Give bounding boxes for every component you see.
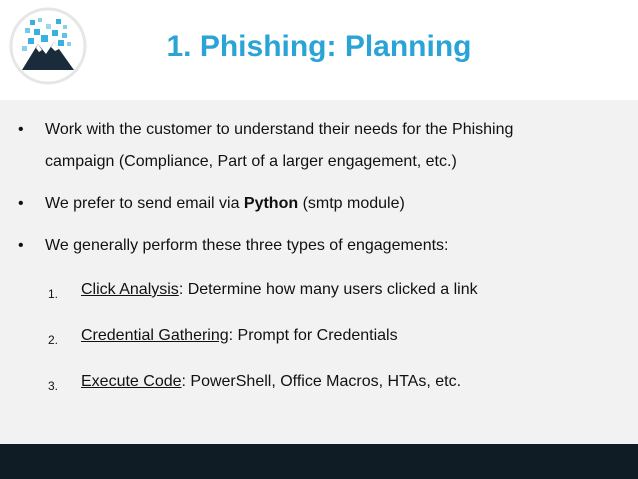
bullet-text-after: (smtp module) [298, 195, 405, 212]
slide-body: • Work with the customer to understand t… [0, 100, 638, 444]
item-term: Execute Code [81, 373, 182, 390]
item-text: Click Analysis: Determine how many users… [81, 278, 478, 302]
bullet-text-line1: Work with the customer to understand the… [45, 121, 514, 138]
bullet-marker: • [18, 195, 24, 212]
bullet-bold-text: Python [243, 195, 299, 212]
bullet-text-line2: campaign (Compliance, Part of a larger e… [45, 153, 457, 170]
item-desc: : PowerShell, Office Macros, HTAs, etc. [181, 373, 462, 390]
item-term: Credential Gathering [81, 327, 229, 344]
slide-footer-bar [0, 444, 638, 479]
bullet-list: • Work with the customer to understand t… [18, 114, 618, 272]
item-text: Execute Code: PowerShell, Office Macros,… [81, 370, 461, 394]
bullet-text: We generally perform these three types o… [45, 237, 449, 254]
numbered-item: 1. Click Analysis: Determine how many us… [48, 278, 608, 324]
list-item: • We prefer to send email via Python (sm… [18, 188, 618, 220]
bullet-text: We prefer to send email via [45, 195, 244, 212]
bullet-marker: • [18, 121, 24, 138]
numbered-item: 2. Credential Gathering: Prompt for Cred… [48, 324, 608, 370]
list-item: • We generally perform these three types… [18, 230, 618, 262]
item-desc: : Determine how many users clicked a lin… [178, 281, 478, 298]
item-desc: : Prompt for Credentials [228, 327, 398, 344]
item-term: Click Analysis [81, 281, 179, 298]
list-item: • Work with the customer to understand t… [18, 114, 618, 178]
numbered-item: 3. Execute Code: PowerShell, Office Macr… [48, 370, 608, 416]
slide-title: 1. Phishing: Planning [166, 30, 472, 63]
item-number: 2. [48, 333, 59, 347]
bullet-marker: • [18, 237, 24, 254]
item-text: Credential Gathering: Prompt for Credent… [81, 324, 398, 348]
item-number: 1. [48, 287, 59, 301]
slide-header: 1. Phishing: Planning [0, 0, 638, 100]
logo-icon [9, 7, 87, 85]
item-number: 3. [48, 379, 59, 393]
numbered-list: 1. Click Analysis: Determine how many us… [48, 278, 608, 416]
